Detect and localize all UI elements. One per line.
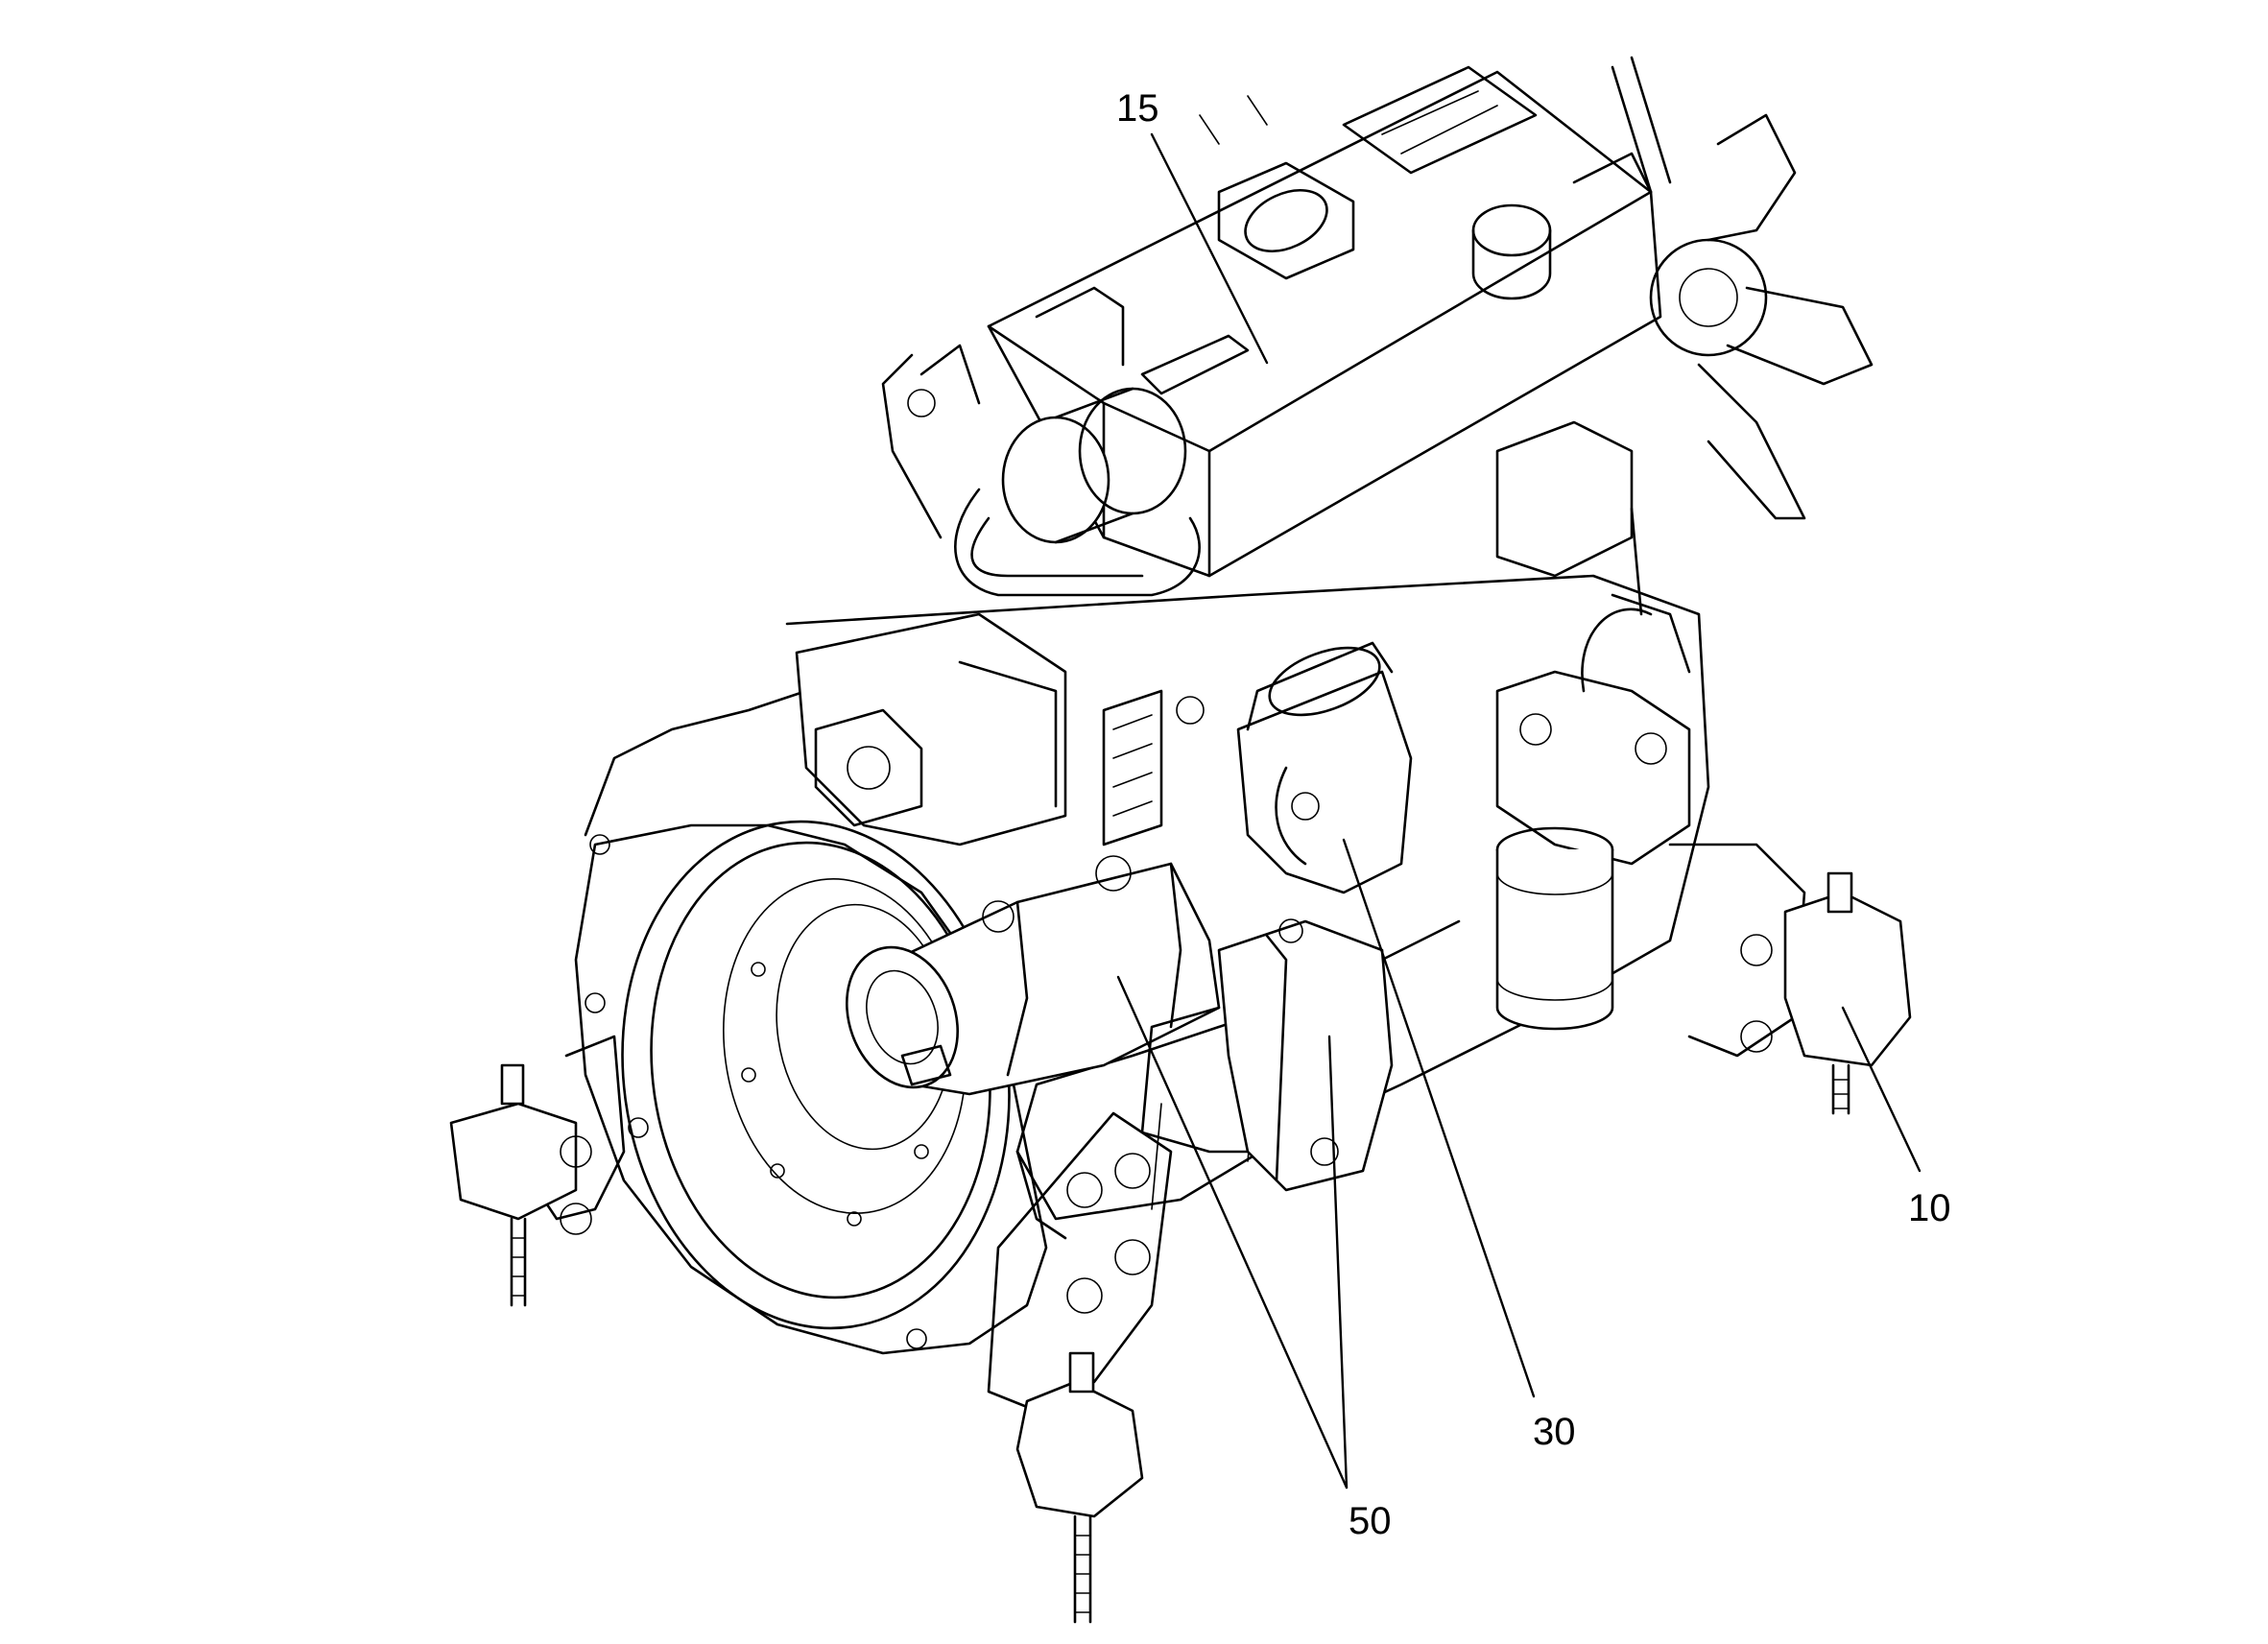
callout-30: 30 (1533, 1411, 1576, 1453)
breather-canister (881, 344, 1201, 597)
engine-mount-right (1668, 843, 1912, 1115)
cooling-fan (1611, 56, 1874, 520)
engine-mount-rear-left (449, 1035, 626, 1307)
valve-cover (987, 65, 1662, 578)
callout-50: 50 (1349, 1500, 1392, 1542)
leader-lines (1116, 132, 1922, 1489)
engine-mount-front (987, 1111, 1173, 1624)
leader-15 (1150, 132, 1269, 365)
oil-filter (1495, 826, 1614, 1031)
injection-pump (795, 612, 1205, 846)
leader-50b (1327, 1035, 1349, 1489)
callouts: 15 10 30 50 (1116, 87, 1951, 1542)
leader-50a (1116, 975, 1349, 1489)
callout-10: 10 (1908, 1187, 1951, 1229)
hydraulic-pump-upper (846, 855, 1221, 1096)
leader-10 (1841, 1006, 1922, 1173)
callout-15: 15 (1116, 87, 1159, 130)
right-accessories (1495, 420, 1691, 866)
fuel-filter (1236, 641, 1413, 894)
leader-30 (1342, 838, 1536, 1398)
